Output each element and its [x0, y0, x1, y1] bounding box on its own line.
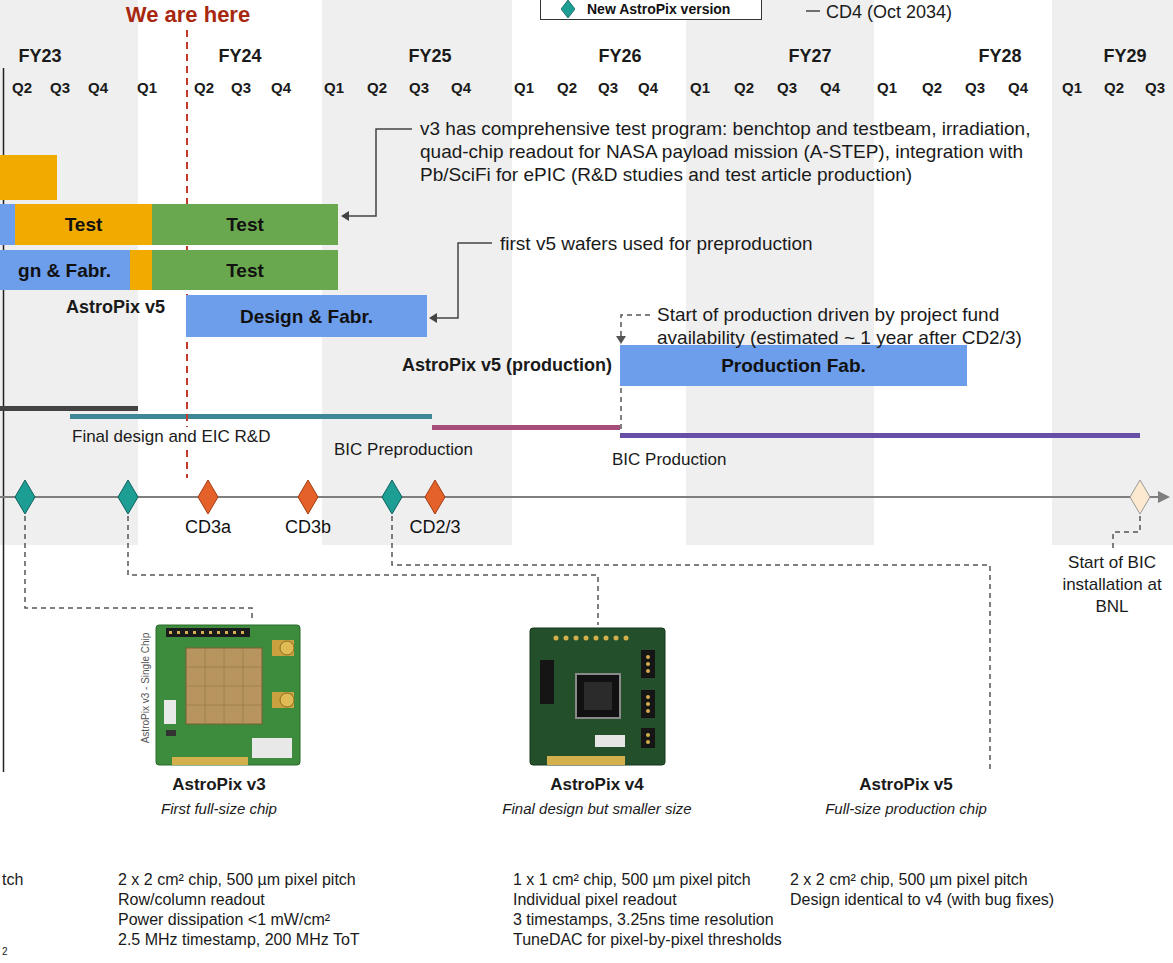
quarter-label: Q1: [690, 79, 710, 97]
quarter-label: Q4: [1008, 79, 1028, 97]
chip-spec: Design identical to v4 (with bug fixes): [790, 890, 1054, 910]
clipped-text: 2: [2, 946, 8, 958]
chip-spec: 2 x 2 cm² chip, 500 µm pixel pitch: [790, 870, 1028, 890]
design-phase-bar: Design & Fabr.: [186, 295, 427, 337]
test-phase-bar: Test: [152, 250, 338, 290]
test-phase-bar: Test: [15, 204, 152, 245]
quarter-label: Q2: [194, 79, 214, 97]
chip-spec: 3 timestamps, 3.25ns time resolution: [513, 910, 774, 930]
quarter-label: Q3: [231, 79, 251, 97]
current-date-label: We are here: [126, 2, 250, 28]
quarter-label: Q2: [1104, 79, 1124, 97]
quarter-label: Q4: [638, 79, 658, 97]
quarter-label: Q3: [409, 79, 429, 97]
callout-note: Start of production driven by project fu…: [657, 303, 1057, 349]
milestone-label: CD3b: [268, 516, 348, 538]
phase-label: Final design and EIC R&D: [72, 427, 270, 447]
quarter-label: Q1: [137, 79, 157, 97]
chip-spec: TuneDAC for pixel-by-pixel thresholds: [513, 930, 782, 950]
chip-title: AstroPix v4: [550, 775, 644, 795]
bar-label: gn & Fabr.: [18, 259, 111, 282]
milestone-diamond: CD3b: [268, 480, 348, 538]
lane-label: AstroPix v5 (production): [402, 354, 612, 376]
diamond-shape: [395, 480, 475, 514]
chip-spec: 1 x 1 cm² chip, 500 µm pixel pitch: [513, 870, 751, 890]
bar-label: Test: [226, 259, 264, 282]
chip-subtitle: First full-size chip: [161, 800, 277, 818]
quarter-label: Q2: [734, 79, 754, 97]
quarter-label: Q2: [12, 79, 32, 97]
fiscal-year-label: FY23: [18, 45, 61, 67]
bar-label: Test: [65, 213, 103, 236]
diamond-outline: [425, 480, 445, 514]
milestone-label: CD2/3: [395, 516, 475, 538]
milestone-diamond: CD3a: [168, 480, 248, 538]
bar-label: Design & Fabr.: [240, 305, 373, 328]
timeline-axis: [0, 491, 1170, 503]
quarter-label: Q4: [88, 79, 108, 97]
legend-diamond: [561, 0, 575, 18]
installation-diamond: [1130, 480, 1150, 514]
schedule-bars: [0, 155, 152, 290]
chip-spec: 2.5 MHz timestamp, 200 MHz ToT: [118, 930, 360, 950]
quarter-label: Q2: [367, 79, 387, 97]
milestone-label: CD3a: [168, 516, 248, 538]
chip-title: AstroPix v3: [172, 775, 266, 795]
diamond-shape: [168, 480, 248, 514]
quarter-label: Q1: [514, 79, 534, 97]
chip-title: AstroPix v5: [859, 775, 953, 795]
version-diamonds: [15, 480, 402, 514]
legend-label: New AstroPix version: [587, 1, 730, 17]
astropix-v4-board: [530, 628, 665, 765]
quarter-label: Q4: [451, 79, 471, 97]
milestone-note: CD4 (Oct 2034): [826, 1, 952, 23]
callout-note: v3 has comprehensive test program: bench…: [420, 117, 1075, 186]
quarter-label: Q1: [1062, 79, 1082, 97]
callout-note: first v5 wafers used for preproduction: [500, 232, 813, 255]
quarter-label: Q3: [1145, 79, 1165, 97]
fiscal-year-bands: [0, 0, 1173, 545]
test-phase-bar: Test: [152, 204, 338, 245]
leader-lines: [25, 315, 1140, 770]
legend-box: New AstroPix version: [540, 0, 762, 20]
quarter-label: Q3: [50, 79, 70, 97]
design-phase-bar: gn & Fabr.: [0, 250, 130, 290]
chip-subtitle: Full-size production chip: [825, 800, 987, 818]
diamond-shape: [268, 480, 348, 514]
bar-label: Production Fab.: [721, 354, 866, 377]
quarter-label: Q1: [877, 79, 897, 97]
legend-swatch: [561, 0, 575, 18]
quarter-label: Q3: [965, 79, 985, 97]
fiscal-year-label: FY26: [598, 45, 641, 67]
quarter-label: Q1: [324, 79, 344, 97]
fiscal-year-label: FY24: [218, 45, 261, 67]
quarter-label: Q4: [271, 79, 291, 97]
clipped-text: tch: [2, 870, 23, 890]
board-caption: AstroPix v3 - Single Chip: [140, 633, 152, 744]
chip-spec: 2 x 2 cm² chip, 500 µm pixel pitch: [118, 870, 356, 890]
quarter-label: Q3: [598, 79, 618, 97]
phase-label: BIC Production: [612, 450, 726, 470]
fiscal-year-label: FY27: [788, 45, 831, 67]
phase-label: BIC Preproduction: [334, 440, 473, 460]
chip-spec: Individual pixel readout: [513, 890, 677, 910]
bar-label: Test: [226, 213, 264, 236]
chip-spec: Power dissipation <1 mW/cm²: [118, 910, 330, 930]
fiscal-year-label: FY25: [408, 45, 451, 67]
diamond-outline: [298, 480, 318, 514]
quarter-label: Q4: [820, 79, 840, 97]
fiscal-year-label: FY29: [1103, 45, 1146, 67]
chip-spec: Row/column readout: [118, 890, 265, 910]
chip-subtitle: Final design but smaller size: [502, 800, 691, 818]
astropix-v3-board: [156, 625, 300, 765]
milestone-note: Start of BIC installation at BNL: [1056, 552, 1168, 618]
lane-label: AstroPix v5: [66, 296, 165, 318]
quarter-label: Q2: [557, 79, 577, 97]
fiscal-year-label: FY28: [978, 45, 1021, 67]
diamond-outline: [198, 480, 218, 514]
production-phase-bar: Production Fab.: [620, 345, 967, 386]
quarter-label: Q3: [777, 79, 797, 97]
milestone-diamond: CD2/3: [395, 480, 475, 538]
quarter-label: Q2: [922, 79, 942, 97]
